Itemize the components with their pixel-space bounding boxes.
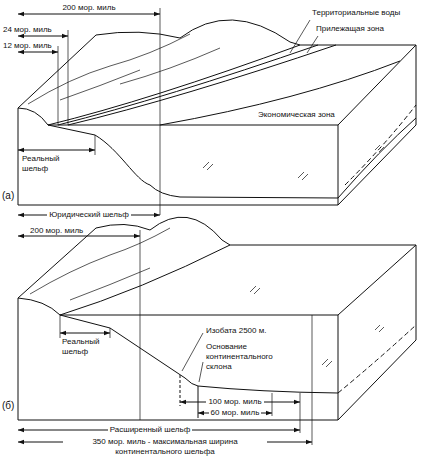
- dimension-label: 24 мор. миль: [3, 25, 52, 35]
- extension-line: [68, 30, 69, 125]
- seabed-profile: [60, 315, 338, 393]
- label-text: Реальный шельф: [22, 154, 59, 173]
- coastline: [60, 245, 230, 315]
- panel-letter: (б): [2, 400, 14, 412]
- dimension-label: Расширенный шельф: [108, 425, 193, 435]
- dimension-label: Юридический шельф: [47, 210, 130, 220]
- extension-line: [140, 230, 141, 420]
- leader-line: [199, 362, 203, 382]
- dimension-label: 60 мор. миль: [209, 408, 262, 418]
- dimension-label: 200 мор. миль: [30, 226, 83, 236]
- extension-line: [58, 46, 59, 125]
- dimension-line: [18, 14, 160, 15]
- dimension-line: [18, 236, 140, 237]
- dimension-line: [18, 36, 68, 37]
- block-outline: [18, 298, 338, 420]
- label-text: 200 мор. миль: [62, 3, 115, 12]
- land-ridge: [28, 34, 220, 104]
- label-text: 12 мор. миль: [3, 41, 52, 50]
- extension-line: [160, 8, 161, 215]
- extension-line: [60, 315, 110, 338]
- sea-back-edge: [230, 245, 416, 246]
- land-profile: [18, 108, 48, 125]
- label-text: Изобата 2500 м.: [206, 326, 266, 335]
- label-text: (б): [2, 400, 14, 411]
- land-edge: [18, 228, 96, 298]
- label-text: Прилежащая зона: [316, 24, 384, 33]
- extension-line: [312, 315, 313, 445]
- dimension-label: 350 мор. миль - максимальная ширина конт…: [63, 437, 267, 457]
- land-ridge: [30, 228, 170, 300]
- isobath-label: Изобата 2500 м.: [206, 326, 266, 336]
- label-text: 100 мор. миль: [208, 397, 261, 406]
- economic-limit: [160, 61, 400, 125]
- label-text: Основание континентального склона: [206, 342, 273, 371]
- label-text: Экономическая зона: [258, 110, 335, 119]
- panel-letter: (а): [2, 190, 14, 202]
- leader-line: [182, 333, 203, 371]
- isobath-line: [180, 375, 181, 406]
- label-text: 24 мор. миль: [3, 25, 52, 34]
- label-text: Реальный шельф: [62, 337, 99, 356]
- slope-foot-label: Основание континентального склона: [206, 342, 286, 372]
- label-text: Территориальные воды: [312, 8, 400, 17]
- label-text: 350 мор. миль - максимальная ширина конт…: [92, 437, 237, 456]
- label-text: 60 мор. миль: [211, 408, 260, 417]
- label-text: Расширенный шельф: [110, 425, 191, 434]
- land-profile: [18, 298, 60, 315]
- leader-line: [307, 36, 318, 53]
- sea-front-edge: [48, 125, 338, 126]
- zone-label: Прилежащая зона: [316, 24, 384, 34]
- dashed-boundary: [345, 105, 416, 185]
- extension-line: [272, 393, 273, 416]
- dimension-line: [18, 52, 58, 53]
- seabed-side: [338, 118, 416, 198]
- block-side: [338, 45, 416, 205]
- mountains: [96, 20, 300, 45]
- dimension-line: [18, 150, 95, 151]
- zone-label: Территориальные воды: [312, 8, 400, 18]
- dimension-label: 100 мор. миль: [206, 397, 263, 407]
- mountains: [96, 217, 230, 245]
- dimension-line: [60, 333, 110, 334]
- extension-line: [300, 393, 301, 433]
- label-text: (а): [2, 190, 14, 201]
- shelf-label: Реальный шельф: [22, 154, 67, 174]
- leader-line: [290, 20, 310, 53]
- dimension-label: 200 мор. миль: [62, 3, 115, 13]
- zone-label: Экономическая зона: [258, 110, 335, 120]
- label-text: Юридический шельф: [49, 210, 128, 219]
- shelf-label: Реальный шельф: [62, 337, 110, 357]
- seabed-profile: [48, 125, 338, 198]
- water-mark: [203, 145, 384, 180]
- dimension-label: 12 мор. миль: [3, 41, 52, 51]
- extension-line: [95, 135, 96, 155]
- sea-front-edge: [60, 315, 338, 316]
- seabed-side: [338, 325, 416, 393]
- contiguous-limit: [68, 45, 336, 125]
- label-text: 200 мор. миль: [30, 226, 83, 235]
- block-side: [338, 245, 416, 420]
